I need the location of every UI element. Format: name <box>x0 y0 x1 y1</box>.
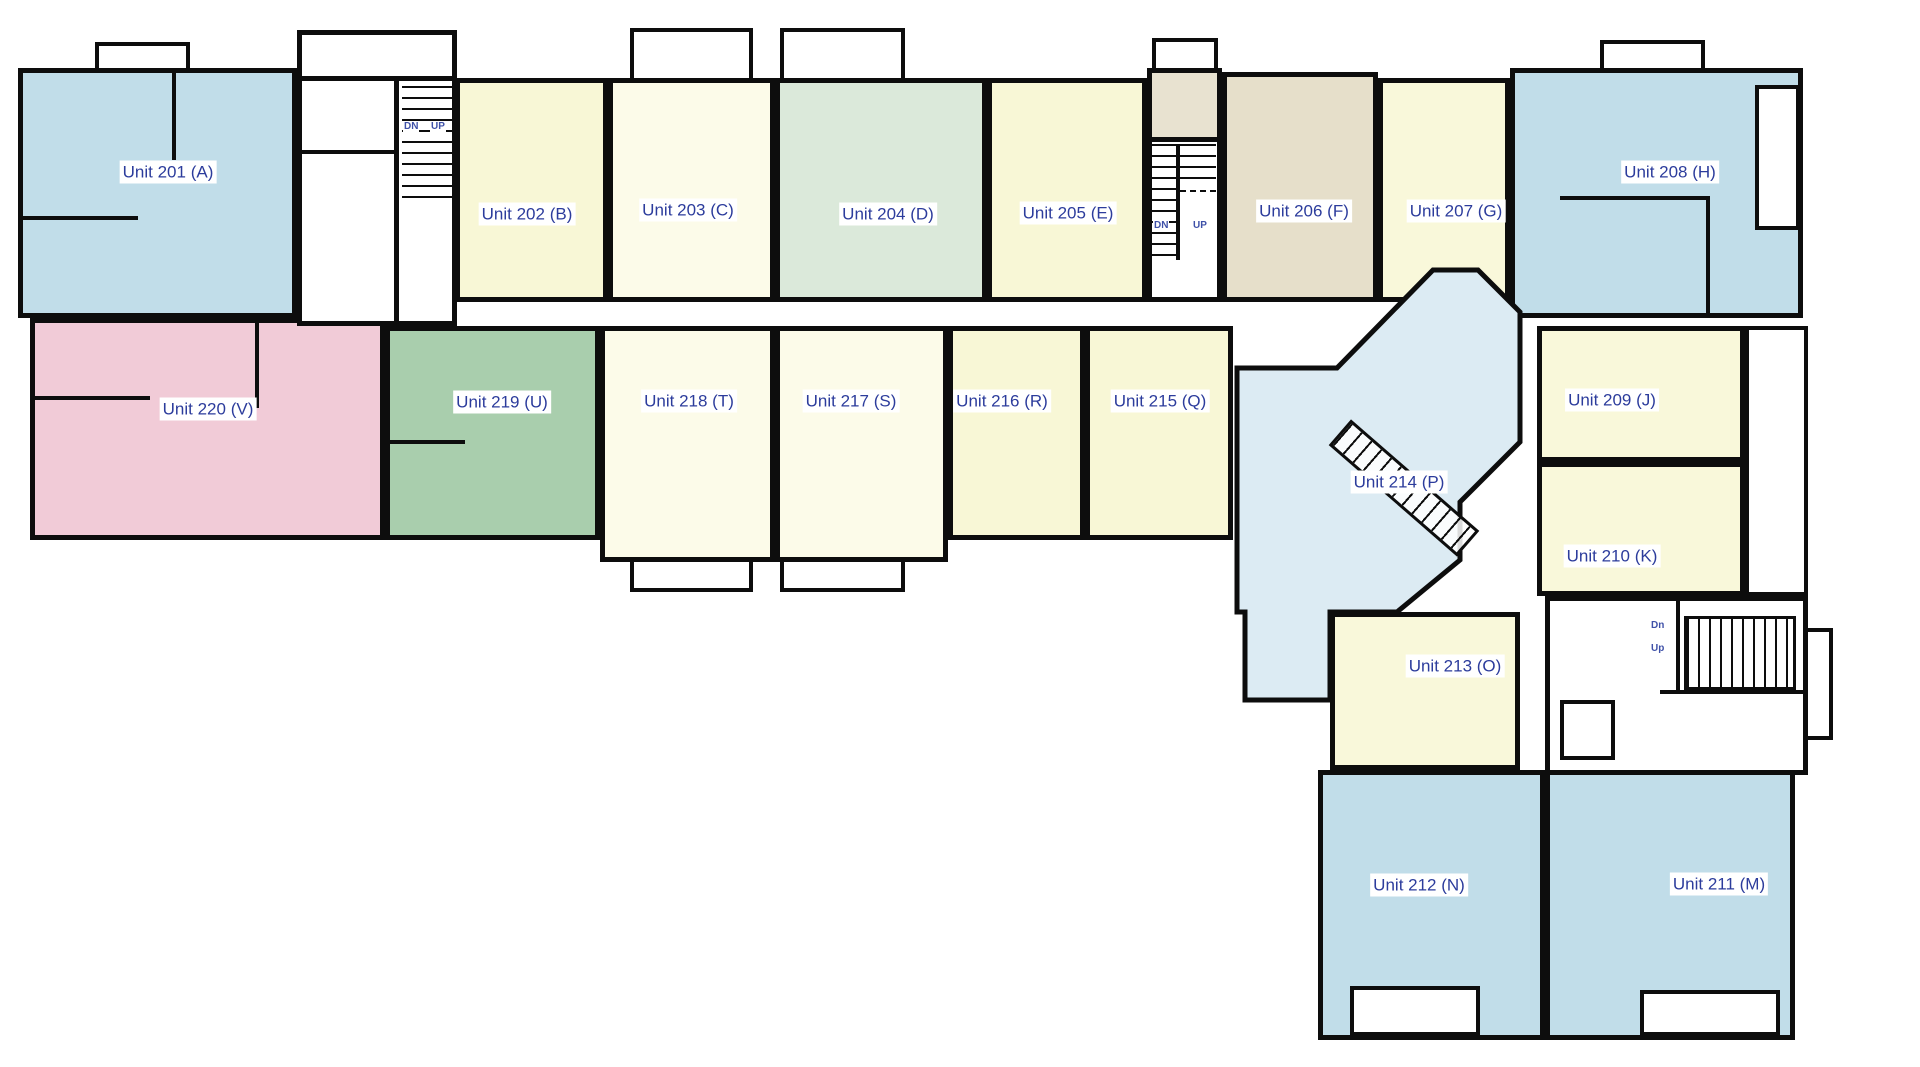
unit-218-region <box>600 326 775 562</box>
mid-vestibule <box>1147 68 1222 142</box>
unit-208-region <box>1510 68 1803 318</box>
right-stair-treads <box>1684 616 1796 690</box>
unit-207-region <box>1378 78 1510 302</box>
unit-201-label: Unit 201 (A) <box>119 160 217 184</box>
unit-205-label: Unit 205 (E) <box>1019 201 1117 225</box>
balcony <box>630 28 753 84</box>
unit-211-label: Unit 211 (M) <box>1669 872 1769 896</box>
unit-205-region <box>987 78 1147 302</box>
unit-206-label: Unit 206 (F) <box>1256 199 1352 223</box>
elevator <box>1560 700 1615 760</box>
left-stair-treads <box>402 86 452 198</box>
wall <box>297 150 397 154</box>
patio-unit-208 <box>1755 85 1800 230</box>
unit-204-label: Unit 204 (D) <box>839 202 937 226</box>
unit-206-region <box>1222 72 1378 302</box>
wall <box>1706 196 1710 318</box>
wall <box>394 78 399 326</box>
unit-202-label: Unit 202 (B) <box>478 202 576 226</box>
unit-203-region <box>608 78 775 302</box>
wall <box>18 216 138 220</box>
wall <box>1660 690 1808 694</box>
unit-207-label: Unit 207 (G) <box>1406 199 1506 223</box>
wall <box>30 396 150 400</box>
stair-stringer <box>1176 144 1180 260</box>
right-stair-down-label: Dn <box>1650 620 1666 631</box>
unit-204-region <box>775 78 987 302</box>
unit-201-region <box>18 68 297 318</box>
unit-217-region <box>775 326 948 562</box>
left-stair-down-label: DN <box>403 121 420 132</box>
wall <box>297 76 457 81</box>
balcony <box>1152 38 1218 72</box>
unit-213-label: Unit 213 (O) <box>1405 654 1505 678</box>
left-stair-up-label: UP <box>430 121 446 132</box>
balcony-unit-211 <box>1640 990 1780 1036</box>
unit-219-region <box>385 326 600 540</box>
unit-220-region <box>30 318 385 540</box>
unit-216-label: Unit 216 (R) <box>953 389 1051 413</box>
unit-209-label: Unit 209 (J) <box>1565 388 1659 412</box>
unit-212-label: Unit 212 (N) <box>1370 873 1468 897</box>
unit-214-label: Unit 214 (P) <box>1350 470 1448 494</box>
unit-210-region <box>1537 462 1745 596</box>
balcony <box>1600 40 1705 72</box>
wall <box>1676 596 1680 692</box>
unit-215-label: Unit 215 (Q) <box>1110 389 1210 413</box>
balcony-unit-212 <box>1350 986 1480 1036</box>
wall <box>1560 196 1710 200</box>
unit-210-label: Unit 210 (K) <box>1563 544 1661 568</box>
right-stair-up-label: Up <box>1650 643 1666 654</box>
stair-break-line <box>1180 190 1216 192</box>
mid-stair-treads-left <box>1152 144 1176 260</box>
balcony <box>780 28 905 84</box>
unit-203-label: Unit 203 (C) <box>639 198 737 222</box>
wall <box>172 68 176 160</box>
balcony-strip <box>1745 326 1808 596</box>
wall <box>255 318 259 408</box>
unit-202-region <box>455 78 608 302</box>
balcony <box>780 556 905 592</box>
unit-216-region <box>948 326 1085 540</box>
unit-208-label: Unit 208 (H) <box>1621 160 1719 184</box>
unit-217-label: Unit 217 (S) <box>802 389 900 413</box>
mid-stair-up-label: UP <box>1192 220 1208 231</box>
unit-219-label: Unit 219 (U) <box>453 390 551 414</box>
unit-218-label: Unit 218 (T) <box>641 389 737 413</box>
unit-215-region <box>1085 326 1233 540</box>
mid-stair-treads-right <box>1180 144 1216 182</box>
unit-213-region <box>1330 612 1520 770</box>
unit-220-label: Unit 220 (V) <box>159 397 257 421</box>
mid-stair-down-label: DN <box>1153 220 1170 231</box>
wall <box>385 440 465 444</box>
